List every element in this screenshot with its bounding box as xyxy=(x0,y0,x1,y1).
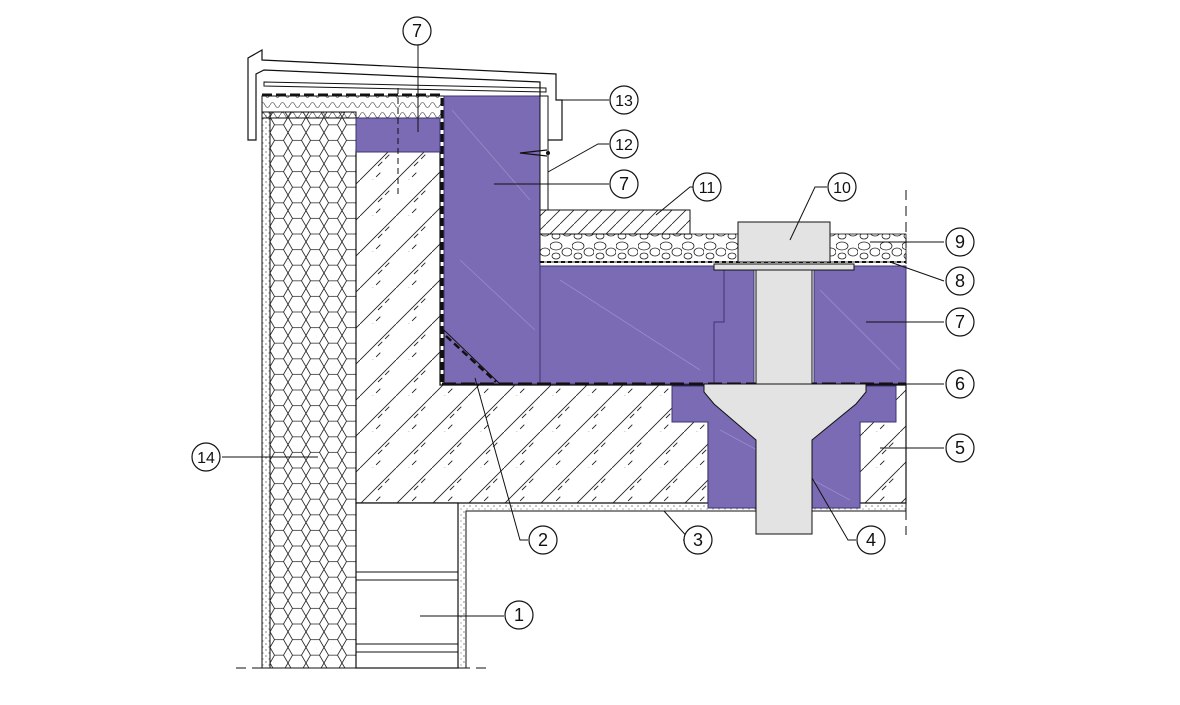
callout-c7b: 7 xyxy=(609,169,639,199)
callout-c3: 3 xyxy=(683,525,713,555)
callout-c5: 5 xyxy=(945,433,975,463)
roof-insulation-left xyxy=(539,265,725,385)
window-frame xyxy=(236,502,490,669)
callout-circle xyxy=(191,442,221,472)
roof-drain xyxy=(703,221,867,535)
surface-layers xyxy=(539,209,907,263)
paving-slab xyxy=(539,209,691,235)
callout-c12: 12 xyxy=(609,129,639,159)
callout-number: 9 xyxy=(955,232,965,252)
callout-number: 8 xyxy=(955,271,965,291)
wall-insulation xyxy=(269,111,357,669)
callout-c11: 11 xyxy=(692,172,722,202)
callout-number: 5 xyxy=(955,438,965,458)
roof-insulation-right xyxy=(813,265,907,385)
callout-number: 13 xyxy=(615,93,633,110)
callout-number: 7 xyxy=(412,21,422,41)
callout-circle xyxy=(402,16,432,46)
callout-number: 4 xyxy=(866,530,876,550)
coping-cap xyxy=(247,48,563,141)
drain-grate xyxy=(737,221,831,263)
gravel-layer xyxy=(539,233,907,263)
timber-plank xyxy=(261,95,445,119)
callout-number: 7 xyxy=(955,312,965,332)
callout-circle xyxy=(692,172,722,202)
callout-number: 12 xyxy=(615,137,633,154)
callout-number: 1 xyxy=(514,605,524,625)
callout-c7c: 7 xyxy=(945,307,975,337)
ceiling-plaster xyxy=(457,502,907,669)
callout-circle xyxy=(683,525,713,555)
callout-circle xyxy=(945,266,975,296)
drain-body xyxy=(703,383,867,535)
callout-c14: 14 xyxy=(191,442,221,472)
thermal-insulation xyxy=(443,95,907,509)
callout-c4: 4 xyxy=(856,525,886,555)
callout-circle xyxy=(945,433,975,463)
callout-number: 7 xyxy=(619,174,629,194)
callout-c10: 10 xyxy=(827,172,857,202)
callout-circle xyxy=(945,307,975,337)
callout-circle xyxy=(945,227,975,257)
parapet-coping xyxy=(247,48,563,211)
fixing-clip xyxy=(519,149,548,157)
callout-c1: 1 xyxy=(504,600,534,630)
callout-c13: 13 xyxy=(609,85,639,115)
callout-circle xyxy=(945,369,975,399)
upstand-insulation xyxy=(443,95,541,385)
callout-circle xyxy=(528,525,558,555)
callout-circle xyxy=(504,600,534,630)
callout-number: 14 xyxy=(197,450,215,467)
callout-number: 10 xyxy=(833,180,851,197)
callout-circle xyxy=(609,85,639,115)
render-layer xyxy=(261,111,271,669)
callout-circle xyxy=(609,169,639,199)
callout-c9: 9 xyxy=(945,227,975,257)
external-wall xyxy=(261,111,357,669)
callout-circle xyxy=(827,172,857,202)
callout-c7a: 7 xyxy=(402,16,432,46)
callout-number: 11 xyxy=(699,180,716,197)
callout-number: 2 xyxy=(538,530,548,550)
callout-c8: 8 xyxy=(945,266,975,296)
callout-c6: 6 xyxy=(945,369,975,399)
callout-number: 6 xyxy=(955,374,965,394)
callout-number: 3 xyxy=(693,530,703,550)
callout-circle xyxy=(609,129,639,159)
callout-c2: 2 xyxy=(528,525,558,555)
callout-circle xyxy=(856,525,886,555)
